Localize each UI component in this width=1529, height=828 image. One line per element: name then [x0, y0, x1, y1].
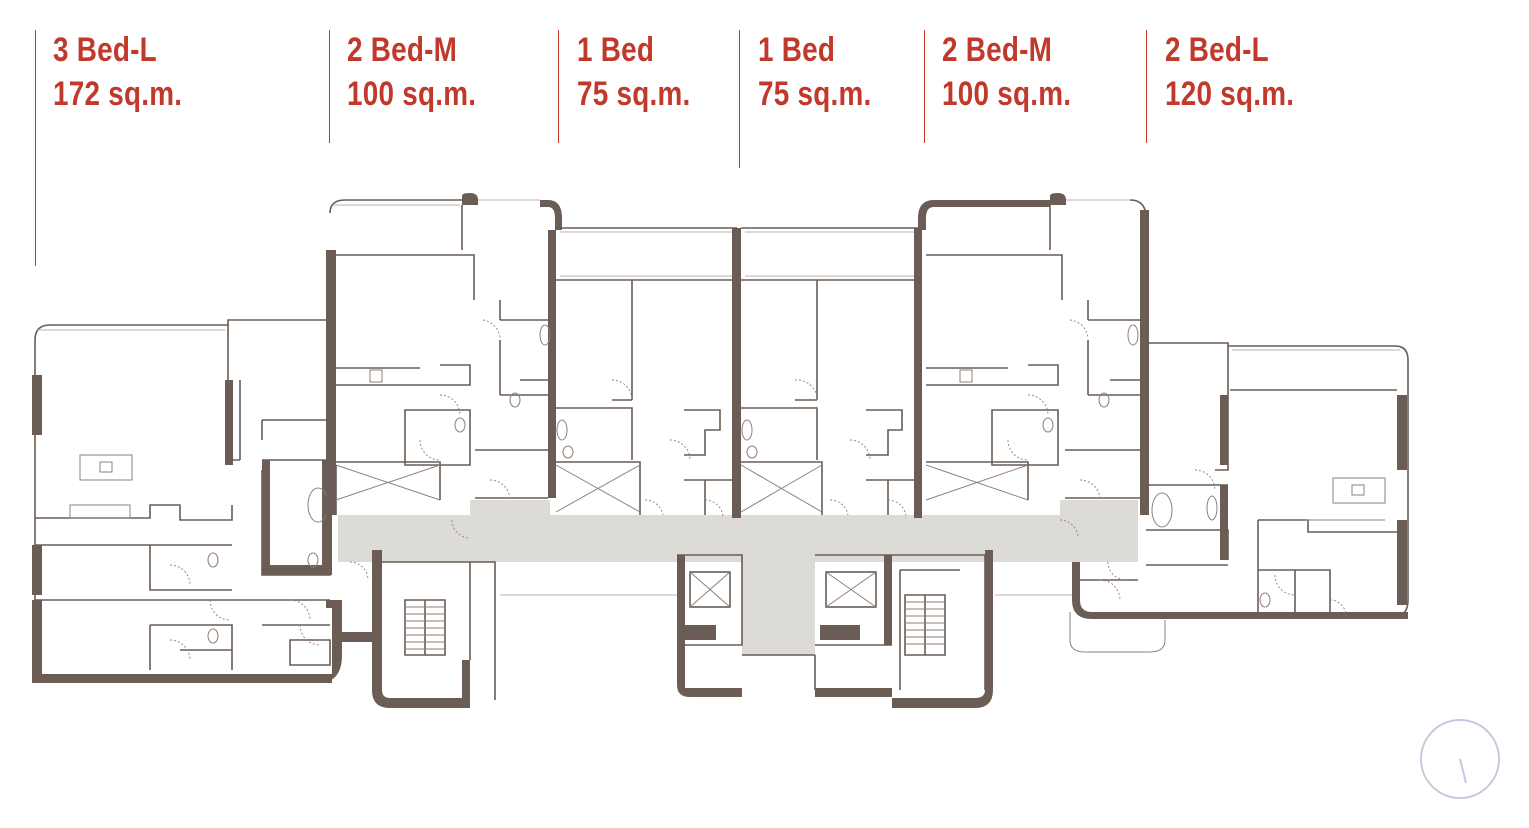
unit-2-bed-m-west	[326, 193, 562, 515]
unit-label-2-bed-m-east: 2 Bed-M 100 sq.m.	[942, 28, 1071, 116]
unit-name: 2 Bed-M	[347, 31, 458, 69]
unit-2-bed-m-east	[918, 193, 1149, 515]
unit-area: 75 sq.m.	[577, 75, 691, 113]
unit-divider	[558, 30, 559, 143]
unit-name: 3 Bed-L	[53, 31, 157, 69]
unit-name: 1 Bed	[577, 31, 655, 69]
unit-name: 2 Bed-L	[1165, 31, 1269, 69]
unit-name: 2 Bed-M	[942, 31, 1053, 69]
unit-divider	[924, 30, 925, 143]
unit-1-bed-west	[555, 227, 741, 519]
unit-label-1-bed-east: 1 Bed 75 sq.m.	[758, 28, 872, 116]
unit-name: 1 Bed	[758, 31, 836, 69]
unit-label-2-bed-l: 2 Bed-L 120 sq.m.	[1165, 28, 1294, 116]
unit-2-bed-l	[1069, 342, 1409, 653]
unit-1-bed-east	[740, 227, 922, 519]
north-compass-icon	[1420, 719, 1500, 799]
unit-3-bed-l	[32, 319, 374, 683]
unit-area: 75 sq.m.	[758, 75, 872, 113]
corridor	[338, 500, 1138, 655]
unit-label-2-bed-m-west: 2 Bed-M 100 sq.m.	[347, 28, 476, 116]
unit-label-3-bed-l: 3 Bed-L 172 sq.m.	[53, 28, 182, 116]
unit-area: 172 sq.m.	[53, 75, 183, 113]
unit-divider	[329, 30, 330, 143]
unit-area: 100 sq.m.	[942, 75, 1072, 113]
unit-divider	[35, 30, 36, 266]
unit-area: 100 sq.m.	[347, 75, 477, 113]
unit-label-1-bed-west: 1 Bed 75 sq.m.	[577, 28, 691, 116]
unit-area: 120 sq.m.	[1165, 75, 1295, 113]
unit-divider	[1146, 30, 1147, 143]
building-core	[349, 519, 1127, 708]
unit-divider	[739, 30, 740, 168]
